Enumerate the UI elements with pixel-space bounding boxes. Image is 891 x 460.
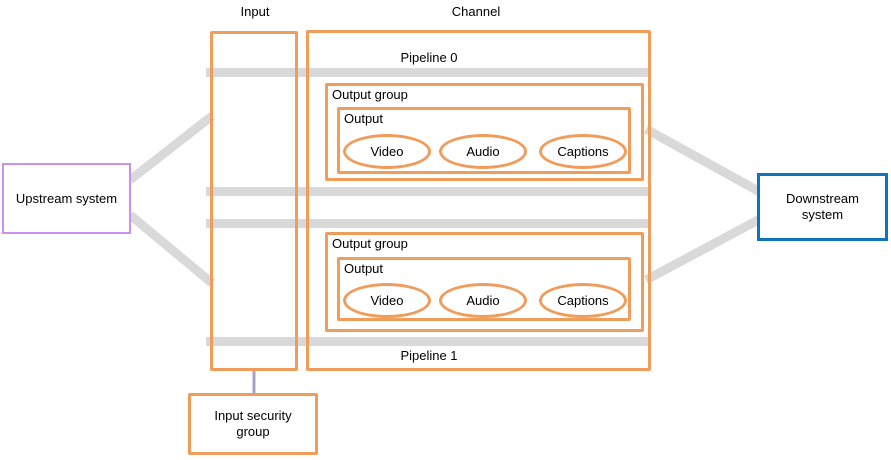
pipeline-1-output-group-box: Output group xyxy=(325,232,644,332)
pipeline-1-output-label: Output xyxy=(344,261,384,276)
pipeline-0-video-node: Video xyxy=(343,134,431,169)
input-label: Input xyxy=(240,4,270,19)
pipeline1-top-bus-bar xyxy=(206,219,648,228)
downstream-system-label: Downstream system xyxy=(786,191,859,222)
pipeline-0-output-group-box: Output group xyxy=(325,83,644,181)
upstream-to-input-lower-connector xyxy=(127,211,215,287)
pipeline-0-output-box: Output xyxy=(337,107,631,174)
input-box xyxy=(210,31,298,371)
pipeline-1-audio-node: Audio xyxy=(439,283,527,318)
pipeline-0-output-group-label: Output group xyxy=(332,87,408,102)
upstream-to-input-upper-connector xyxy=(127,112,215,184)
upstream-system-node: Upstream system xyxy=(2,163,131,234)
pipeline-1-video-node: Video xyxy=(343,283,431,318)
upstream-system-label: Upstream system xyxy=(15,190,118,206)
channel-label: Channel xyxy=(451,4,501,19)
downstream-system-node: Downstream system xyxy=(757,173,888,241)
pipeline1-to-downstream-connector xyxy=(643,215,763,284)
input-security-group-node: Input security group xyxy=(188,393,318,455)
pipeline-1-output-group-label: Output group xyxy=(332,236,408,251)
pipeline-0-captions-node: Captions xyxy=(539,134,627,169)
pipeline-0-output-label: Output xyxy=(344,111,384,126)
pipeline-1-output-box: Output xyxy=(337,257,631,321)
pipeline0-bottom-bus-bar xyxy=(206,187,648,196)
pipeline-0-audio-node: Audio xyxy=(439,134,527,169)
input-security-group-label: Input security group xyxy=(214,408,292,439)
pipeline-0-label: Pipeline 0 xyxy=(400,50,458,65)
pipeline0-to-downstream-connector xyxy=(643,125,763,196)
channel-box xyxy=(306,30,651,371)
pipeline-1-label: Pipeline 1 xyxy=(400,348,458,363)
pipeline1-bottom-bus-bar xyxy=(206,337,648,346)
pipeline0-top-bus-bar xyxy=(206,68,648,77)
pipeline-1-captions-node: Captions xyxy=(539,283,627,318)
